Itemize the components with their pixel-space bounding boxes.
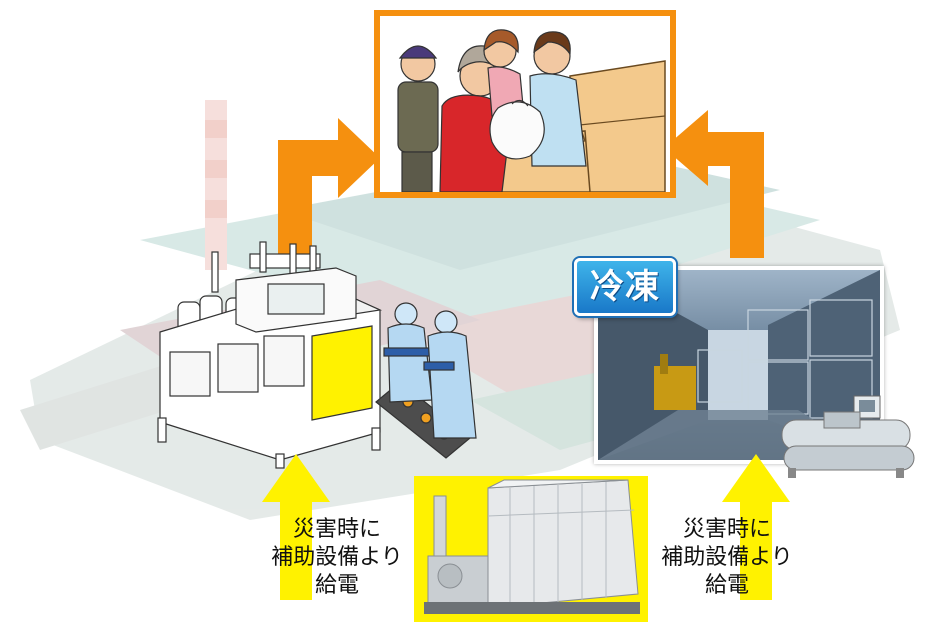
right-caption-line-3: 給電 — [704, 573, 749, 598]
auxiliary-generator-photo — [424, 479, 640, 614]
delivery-illustration-frame — [374, 10, 676, 198]
left-caption-line-3: 給電 — [314, 573, 359, 598]
right-caption-line-2: 補助設備より — [661, 545, 793, 570]
right-caption: 災害時に 補助設備より 給電 — [652, 516, 802, 600]
left-caption: 災害時に 補助設備より 給電 — [262, 516, 412, 600]
chiller-unit-illustration — [781, 395, 915, 478]
people-receiving-supplies-illustration — [380, 16, 670, 192]
food-processing-machine-illustration — [157, 241, 477, 469]
freezer-tag: 冷凍 — [574, 258, 676, 316]
generator-frame — [414, 476, 648, 622]
left-caption-line-2: 補助設備より — [271, 545, 403, 570]
right-caption-line-1: 災害時に — [682, 517, 771, 542]
left-caption-line-1: 災害時に — [292, 517, 381, 542]
